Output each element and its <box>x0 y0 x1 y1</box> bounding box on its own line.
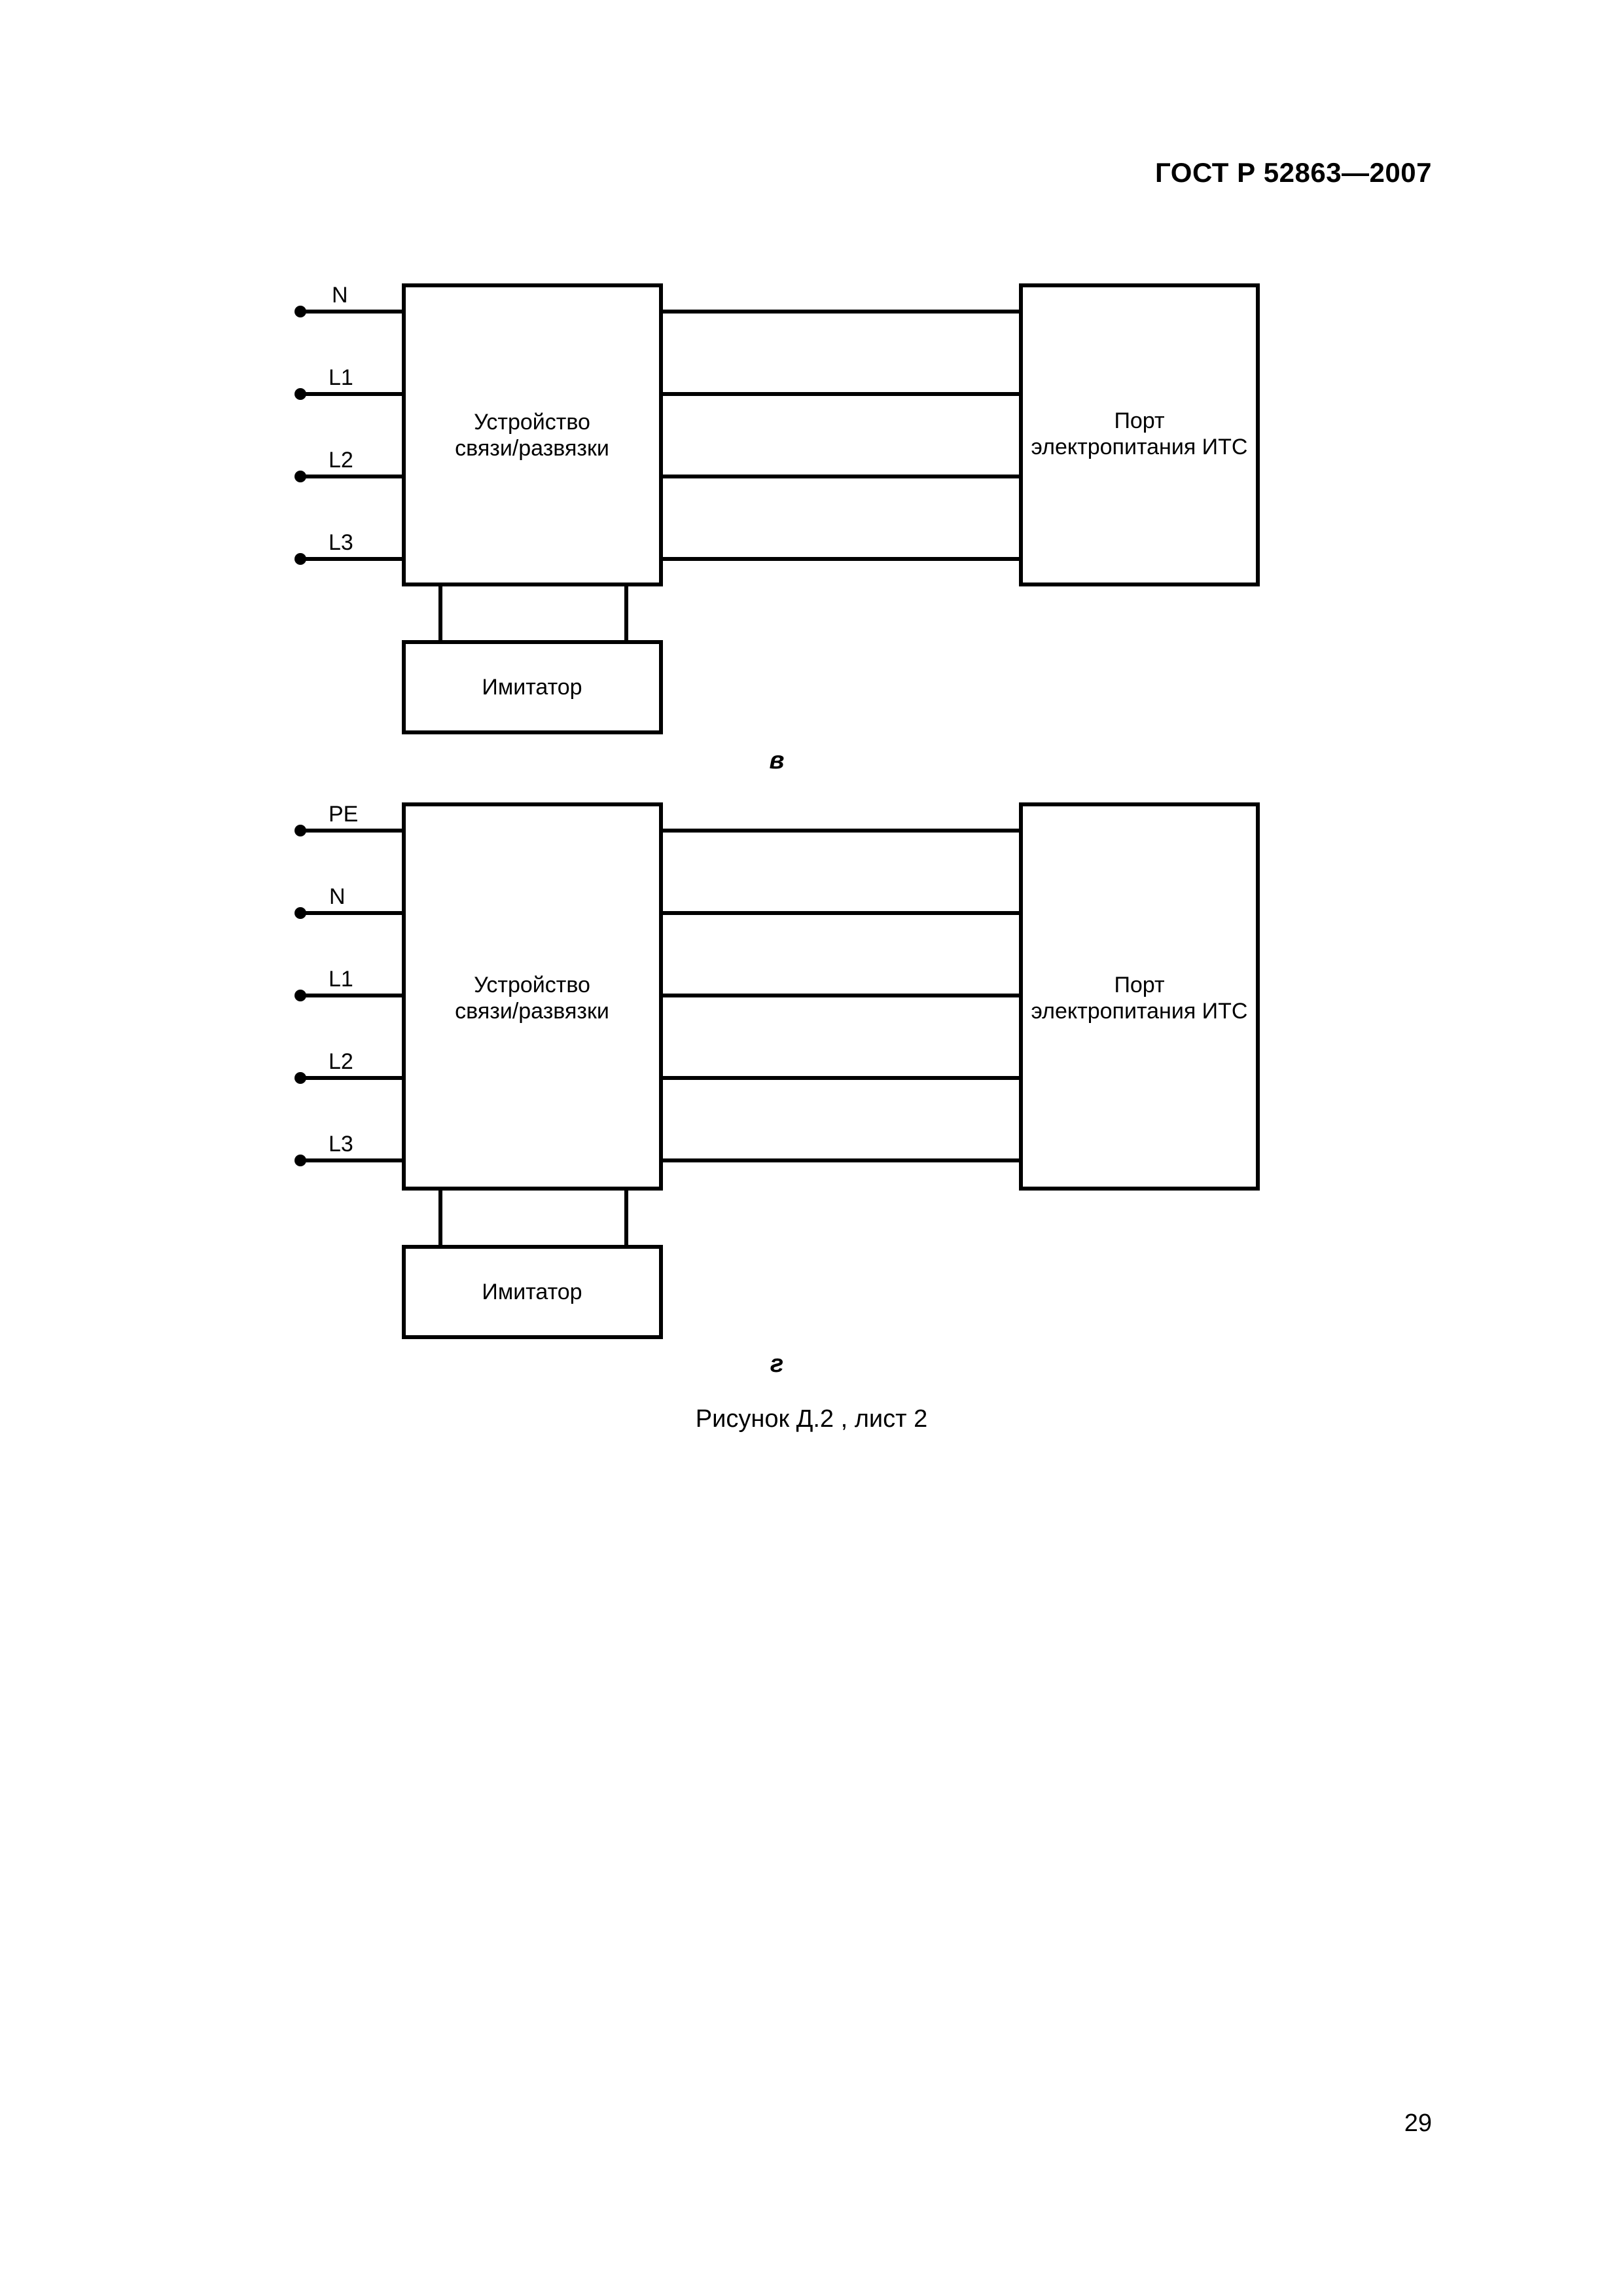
input-label-n: N <box>329 884 346 909</box>
page-number: 29 <box>1404 2109 1432 2137</box>
input-label-l2: L2 <box>329 1049 353 1074</box>
figure-v: Устройство связи/развязки Порт электропи… <box>294 283 1260 774</box>
figure-caption: Рисунок Д.2 , лист 2 <box>695 1405 928 1433</box>
power-port-label-line1: Порт <box>1114 973 1164 997</box>
input-label-l1: L1 <box>329 365 353 390</box>
input-label-l3: L3 <box>329 1132 353 1157</box>
power-port-label-line2: электропитания ИТС <box>1031 435 1248 459</box>
coupling-device-label-line2: связи/развязки <box>455 436 609 461</box>
figure-sublabel-v: в <box>770 747 785 774</box>
coupling-device-label-line1: Устройство <box>474 410 590 435</box>
simulator-box <box>402 1245 663 1339</box>
document-code-header: ГОСТ Р 52863—2007 <box>1155 157 1432 188</box>
input-label-l2: L2 <box>329 448 353 473</box>
coupling-device-box <box>402 283 663 586</box>
power-port-box <box>1019 283 1260 586</box>
power-port-label-line1: Порт <box>1114 408 1164 433</box>
coupling-device-label-line1: Устройство <box>474 973 590 997</box>
simulator-label: Имитатор <box>482 1280 582 1304</box>
input-label-l1: L1 <box>329 967 353 992</box>
input-label-n: N <box>332 283 348 308</box>
power-port-label-line2: электропитания ИТС <box>1031 999 1248 1024</box>
input-label-pe: PE <box>329 802 358 827</box>
figure-g: Устройство связи/развязки Порт электропи… <box>294 802 1260 1378</box>
simulator-label: Имитатор <box>482 675 582 700</box>
simulator-box <box>402 640 663 734</box>
coupling-device-label-line2: связи/развязки <box>455 999 609 1024</box>
input-label-l3: L3 <box>329 530 353 555</box>
figure-sublabel-g: г <box>770 1350 783 1378</box>
